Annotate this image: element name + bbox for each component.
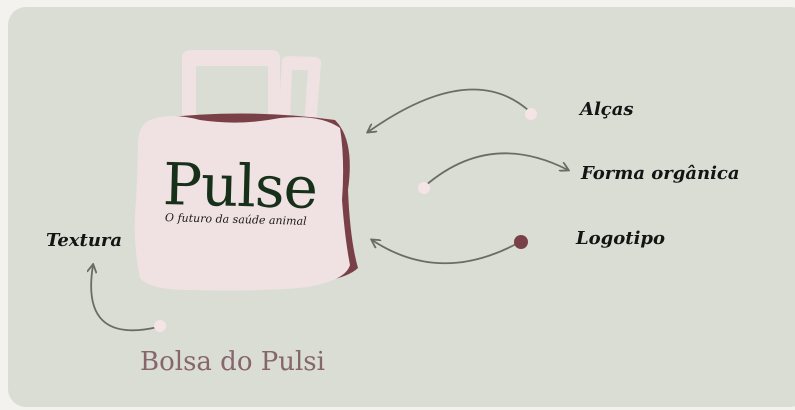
arrow-logo [372, 240, 519, 265]
label-handles: Alças [580, 99, 634, 120]
label-organic-shape: Forma orgânica [581, 163, 740, 184]
arrow-handles [368, 88, 529, 132]
bag-body [134, 116, 350, 291]
dot-organic-shape [418, 182, 430, 194]
arrow-texture [91, 265, 159, 332]
label-logo: Logotipo [576, 228, 665, 249]
arrow-organic-shape [424, 152, 568, 187]
label-texture: Textura [46, 230, 123, 251]
caption: Bolsa do Pulsi [140, 347, 325, 377]
dot-texture [154, 320, 166, 332]
dot-logo [514, 235, 528, 249]
dot-handles [525, 108, 537, 120]
